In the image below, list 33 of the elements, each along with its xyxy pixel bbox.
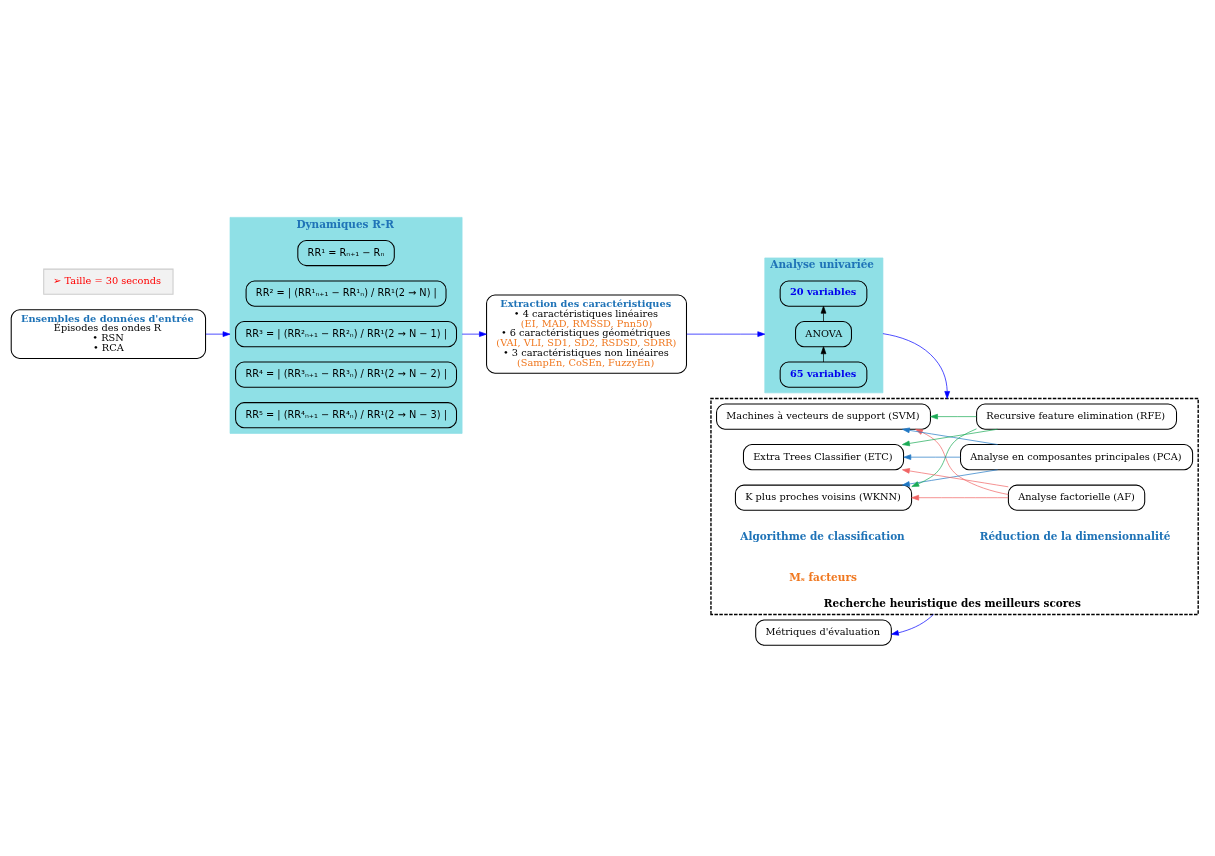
node-box: RR¹ = Rₙ₊₁ − Rₙ	[297, 239, 395, 266]
node-box: Extra Trees Classifier (ETC)	[742, 443, 905, 470]
node-box: Métriques d'évaluation	[755, 619, 892, 646]
arrow	[820, 305, 827, 322]
node-box: K plus proches voisins (WKNN)	[734, 484, 913, 511]
node-box: RR⁵ = | (RR⁴ₙ₊₁ − RR⁴ₙ) / RR¹(2 → N − 3) |	[235, 401, 458, 428]
node-box: Ensembles de données d'entrée Épisodes des ondes R • RSN • RCA	[10, 308, 207, 359]
arrow	[911, 428, 977, 487]
node-box: Analyse en composantes principales (PCA)	[960, 443, 1194, 470]
node-box: ANOVA	[795, 320, 852, 347]
node-box: RR³ = | (RR²ₙ₊₁ − RR²ₙ) / RR¹(2 → N − 1) |	[235, 320, 458, 347]
node-box: ➢ Taille = 30 seconds	[43, 268, 174, 295]
arrow	[205, 330, 231, 337]
node-box: Analyse factorielle (AF)	[1007, 484, 1146, 511]
node-box: RR⁴ = | (RR³ₙ₊₁ − RR³ₙ) / RR¹(2 → N − 2) |	[235, 361, 458, 388]
arrow	[930, 413, 977, 419]
label: Mₛ facteurs	[789, 570, 857, 583]
arrow	[915, 428, 1009, 495]
node-box: RR² = | (RR¹ₙ₊₁ − RR¹ₙ) / RR¹(2 → N) |	[245, 279, 447, 307]
arrow	[891, 613, 934, 636]
arrow	[686, 330, 766, 337]
arrow	[911, 494, 1009, 500]
node-box: Recursive feature elimination (RFE)	[976, 403, 1178, 430]
label: Algorithme de classification	[740, 529, 905, 542]
node-box: Extraction des caractéristiques • 4 caractéristiques linéaires (EI, MAD, RMSSD, Pnn50) • 6 caractéristiques géométriques (VAI, VLI, SD1, SD2, RSDSD, SDRR) • 3 caractéristiques non linéaires (SampEn, CoSEn, FuzzyEn)	[486, 293, 687, 374]
arrow	[461, 330, 487, 337]
arrow	[820, 345, 827, 362]
node-box: 65 variables	[779, 361, 868, 388]
arrow	[903, 453, 961, 460]
arrow	[882, 332, 950, 399]
node-box: 20 variables	[779, 279, 868, 307]
node-box: Machines à vecteurs de support (SVM)	[716, 403, 931, 430]
label: Réduction de la dimensionnalité	[979, 529, 1171, 542]
